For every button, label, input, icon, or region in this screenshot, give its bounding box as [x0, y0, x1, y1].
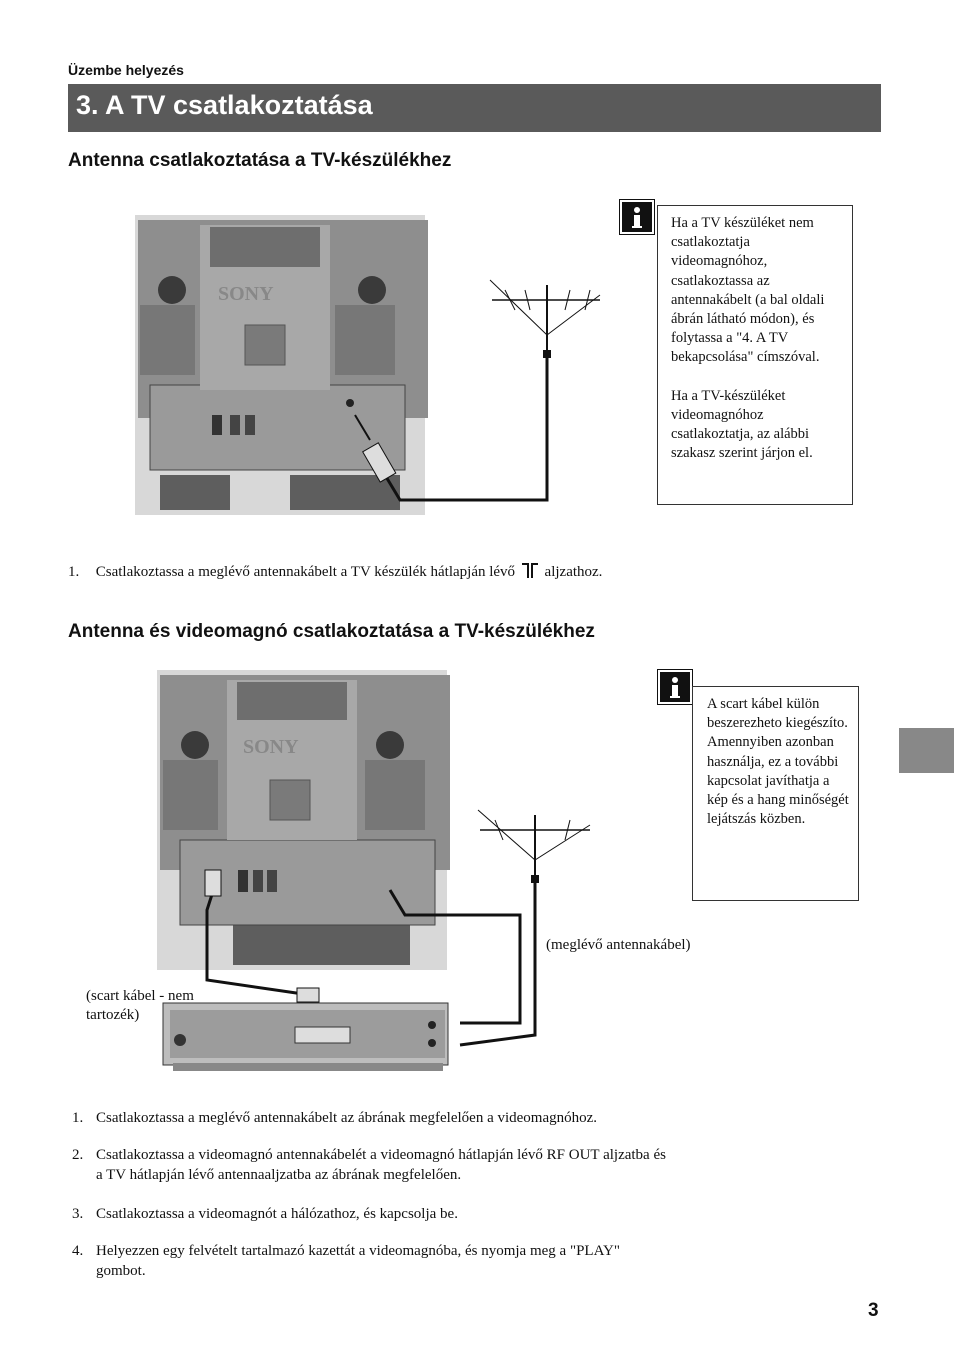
- tv-logo: SONY: [218, 283, 274, 305]
- page-number: 3: [868, 1300, 879, 1321]
- step-text-before: Csatlakoztassa a meglévő antennakábelt a…: [95, 564, 516, 580]
- section2-step-3: 3.Csatlakoztassa a videomagnót a hálózat…: [72, 1206, 458, 1222]
- scart-cable-label-line-1: (scart kábel - nem: [86, 988, 194, 1004]
- info-note-1-paragraph-1: Ha a TV készüléket nem csatlakoztatja vi…: [671, 215, 825, 366]
- tv-logo: SONY: [243, 736, 299, 758]
- section2-heading: Antenna és videomagnó csatlakoztatása a …: [68, 621, 595, 642]
- page-title: 3. A TV csatlakoztatása: [76, 90, 373, 120]
- antenna-cable-label: (meglévő antennakábel): [546, 937, 691, 953]
- info-note-2: A scart kábel külön beszerezheto kiegész…: [692, 686, 859, 901]
- step-number: 1.: [68, 564, 80, 580]
- section2-step-4: 4.Helyezzen egy felvételt tartalmazó kaz…: [72, 1243, 620, 1279]
- info-icon: [619, 199, 655, 235]
- info-note-1: Ha a TV készüléket nem csatlakoztatja vi…: [657, 205, 853, 505]
- info-note-1-paragraph-2: Ha a TV-készüléket videomagnóhoz csatlak…: [671, 387, 813, 462]
- section2-step-2: 2.Csatlakoztassa a videomagnó antennakáb…: [72, 1147, 666, 1183]
- tv-vcr-diagram: SONY: [157, 670, 591, 1071]
- side-tab: [899, 728, 954, 773]
- section2-step-1: 1.Csatlakoztassa a meglévő antennakábelt…: [72, 1110, 598, 1126]
- section-label: Üzembe helyezés: [68, 62, 184, 78]
- scart-cable-label-line-2: tartozék): [86, 1007, 140, 1023]
- title-bar: 3. A TV csatlakoztatása: [68, 84, 881, 132]
- antenna-socket-icon: [521, 563, 538, 578]
- section1-heading: Antenna csatlakoztatása a TV-készülékhez: [68, 150, 452, 171]
- step-text-after: aljzathoz.: [544, 564, 603, 580]
- tv-antenna-diagram: SONY: [135, 215, 601, 515]
- section1-step-1: 1. Csatlakoztassa a meglévő antennakábel…: [68, 561, 768, 583]
- info-icon: [657, 669, 693, 705]
